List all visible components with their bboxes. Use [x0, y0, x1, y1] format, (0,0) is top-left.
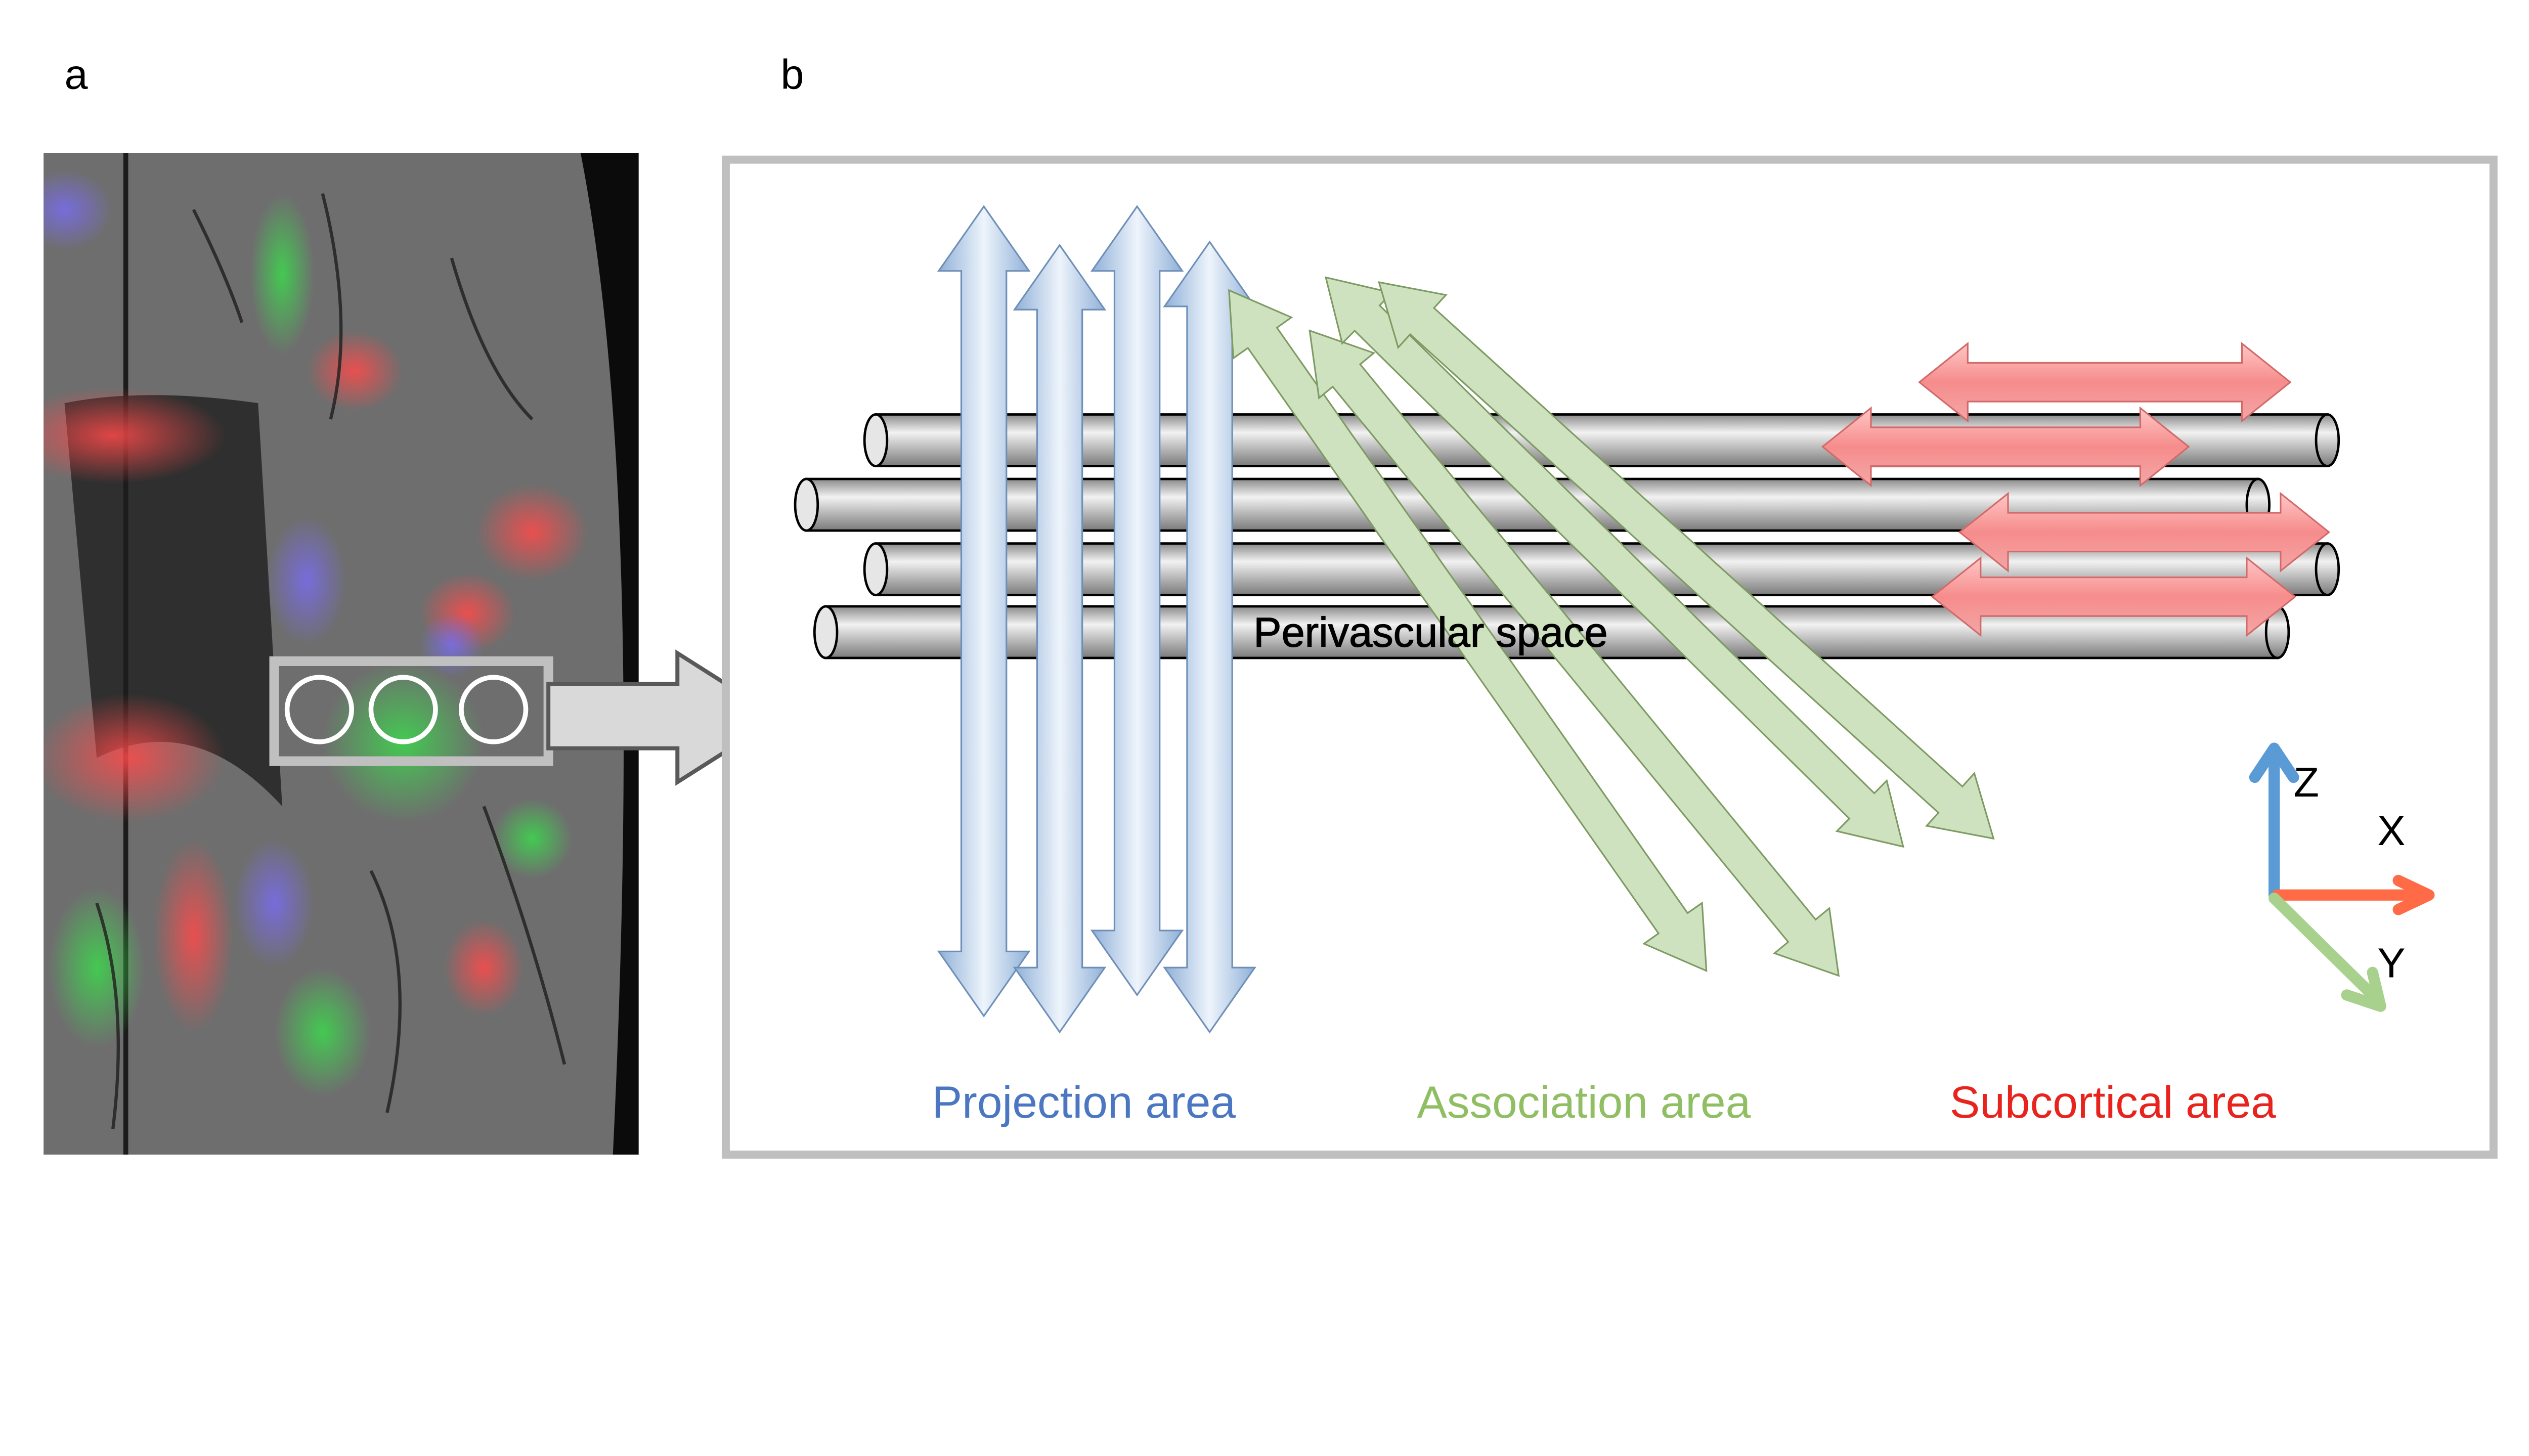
fiber-color-blob [234, 839, 315, 968]
x-axis-label: X [2377, 807, 2405, 854]
association-fiber-arrow [1228, 289, 1708, 973]
fiber-color-blob [43, 169, 113, 250]
fiber-color-blob [274, 967, 371, 1097]
fiber-color-blob [419, 612, 484, 678]
fiber-color-blob [250, 193, 315, 355]
fiber-color-blob [492, 798, 573, 879]
x-axis-arrow-icon [2272, 874, 2435, 915]
subcortical-fiber-arrow [1918, 341, 2292, 423]
fiber-color-blob [48, 887, 145, 1048]
projection-fiber-arrow [937, 205, 1031, 1018]
figure: a b Perivascular space Projection area A… [43, 51, 2498, 1159]
z-axis-label: Z [2293, 759, 2319, 806]
z-axis-arrow-icon [2249, 742, 2299, 901]
association-fiber-arrow [1309, 329, 1840, 977]
fiber-color-blob [43, 387, 226, 484]
perivascular-space-label: Perivascular space [1253, 609, 1607, 656]
roi-circle-subcortical [459, 675, 529, 744]
fiber-color-blob [443, 919, 525, 1016]
projection-fiber-arrow [1090, 205, 1184, 997]
fiber-color-blob [475, 483, 589, 581]
fiber-color-blob [153, 839, 234, 1032]
subcortical-fiber-arrow [1821, 406, 2190, 488]
fiber-color-blob [266, 516, 347, 645]
projection-area-label: Projection area [932, 1077, 1236, 1127]
y-axis-arrow-icon [2268, 892, 2386, 1012]
projection-fiber-arrow [1013, 243, 1107, 1034]
axis-legend [2249, 742, 2435, 1012]
subcortical-area-label: Subcortical area [1950, 1077, 2276, 1127]
fiber-color-blob [43, 693, 226, 823]
panel-label-b: b [780, 51, 804, 98]
association-area-label: Association area [1417, 1077, 1751, 1127]
subcortical-fiber-arrow [1931, 556, 2297, 637]
fiber-color-blob [306, 330, 404, 412]
association-fiber-arrow [1378, 281, 1995, 840]
panel-label-a: a [65, 51, 89, 98]
roi-circle-association [368, 675, 438, 744]
roi-circle-projection [284, 675, 354, 744]
subcortical-fiber-arrow [1958, 492, 2331, 573]
brain-mri-image [43, 153, 639, 1155]
y-axis-label: Y [2377, 939, 2405, 986]
